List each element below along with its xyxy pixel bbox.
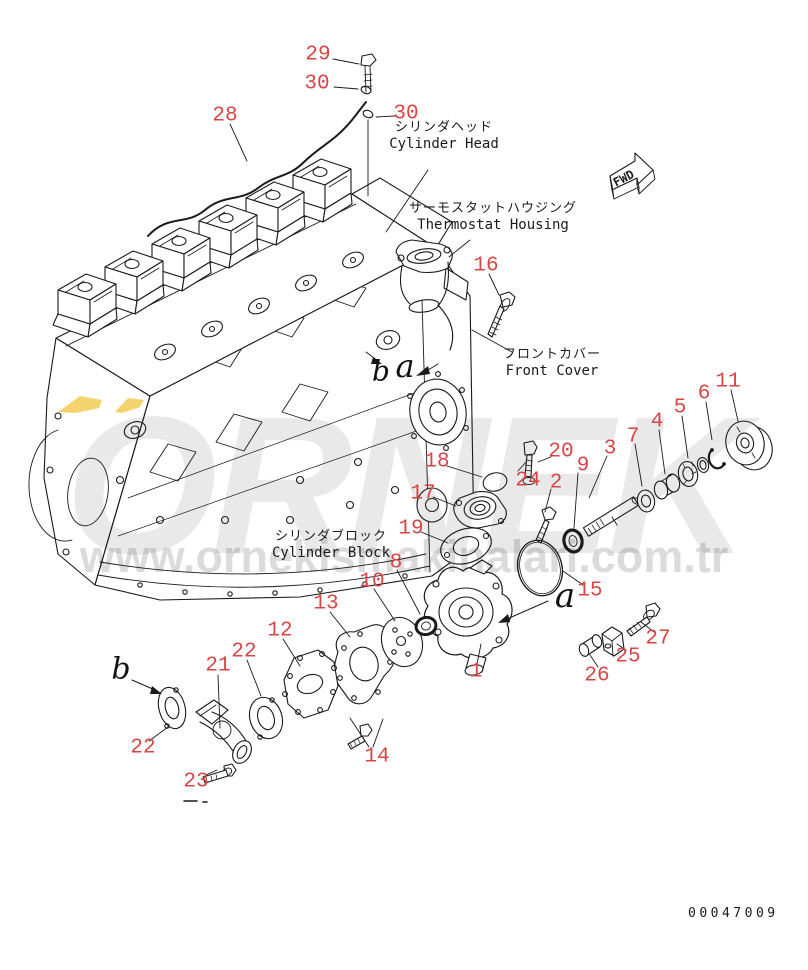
highlight-marks bbox=[58, 396, 144, 413]
part-callout-14: 14 bbox=[364, 745, 390, 769]
part-callout-27: 27 bbox=[645, 627, 671, 651]
part-callout-3: 3 bbox=[603, 437, 617, 461]
part-callout-13: 13 bbox=[313, 592, 339, 616]
injection-pipe-drawing bbox=[147, 53, 377, 237]
part-callout-10: 10 bbox=[359, 570, 385, 594]
cylinder-head-label: シリンダヘッド Cylinder Head bbox=[358, 120, 530, 154]
front-cover-drawing bbox=[407, 267, 469, 573]
thermostat-housing-label-en: Thermostat Housing bbox=[417, 217, 569, 234]
part-callout-22b: 22 bbox=[130, 736, 156, 760]
view-letter-a-small: a bbox=[395, 347, 415, 385]
cylinder-head-label-en: Cylinder Head bbox=[389, 136, 499, 153]
part-callout-23: 23 bbox=[183, 770, 209, 794]
thermostat-housing-drawing bbox=[395, 239, 454, 351]
thermostat-housing-label: サーモスタットハウジング Thermostat Housing bbox=[402, 201, 584, 235]
view-letter-b-small: b bbox=[372, 354, 390, 388]
part-callout-22a: 22 bbox=[231, 640, 257, 664]
part-callout-4: 4 bbox=[650, 410, 664, 434]
part-callout-29: 29 bbox=[305, 43, 331, 67]
part-callout-6: 6 bbox=[697, 382, 711, 406]
view-letter-a-large: a bbox=[554, 576, 576, 616]
cylinder-block-label-jp: シリンダブロック bbox=[274, 529, 387, 544]
cylinder-block-label: シリンダブロック Cylinder Block bbox=[272, 529, 390, 563]
part-callout-28: 28 bbox=[212, 104, 238, 128]
part-callout-2: 2 bbox=[549, 471, 563, 495]
part-callout-18: 18 bbox=[424, 450, 450, 474]
view-letter-b-large: b bbox=[111, 651, 131, 687]
leader-lines bbox=[148, 58, 739, 776]
water-pump-drawing bbox=[423, 539, 661, 676]
part-callout-1: 1 bbox=[469, 660, 483, 684]
part-callout-8: 8 bbox=[389, 551, 403, 575]
part-callout-20: 20 bbox=[548, 440, 574, 464]
part-callout-12: 12 bbox=[267, 619, 293, 643]
thermostat-housing-label-jp: サーモスタットハウジング bbox=[408, 201, 577, 216]
part-callout-26: 26 bbox=[584, 664, 610, 688]
injector-bosses bbox=[154, 251, 364, 361]
part-callout-19: 19 bbox=[398, 517, 424, 541]
view-arrows bbox=[131, 351, 549, 803]
part-callout-25: 25 bbox=[615, 645, 641, 669]
part-callout-21: 21 bbox=[205, 654, 231, 678]
water-pump-exploded-drawing bbox=[157, 615, 438, 784]
part-callout-24: 24 bbox=[515, 469, 541, 493]
front-cover-label: フロントカバー Front Cover bbox=[500, 347, 604, 381]
part-callout-30b: 30 bbox=[393, 102, 419, 126]
fwd-arrow-icon: FWD bbox=[609, 152, 656, 200]
front-cover-label-jp: フロントカバー bbox=[502, 347, 601, 362]
part-callout-16: 16 bbox=[473, 254, 499, 278]
cylinder-head-label-jp: シリンダヘッド bbox=[394, 120, 493, 135]
cylinder-block-label-en: Cylinder Block bbox=[272, 545, 391, 562]
part-callout-30a: 30 bbox=[304, 72, 330, 96]
part-callout-15: 15 bbox=[577, 579, 603, 603]
engine-block-drawing bbox=[28, 177, 475, 601]
part-callout-7: 7 bbox=[626, 425, 640, 449]
drawing-number: 00047009 bbox=[688, 906, 779, 921]
front-cover-label-en: Front Cover bbox=[505, 363, 599, 380]
shaft-bearing-exploded-drawing bbox=[440, 291, 773, 565]
part-callout-5: 5 bbox=[673, 396, 687, 420]
part-callout-17: 17 bbox=[410, 482, 436, 506]
part-callout-9: 9 bbox=[576, 454, 590, 478]
part-callout-11: 11 bbox=[715, 370, 741, 394]
